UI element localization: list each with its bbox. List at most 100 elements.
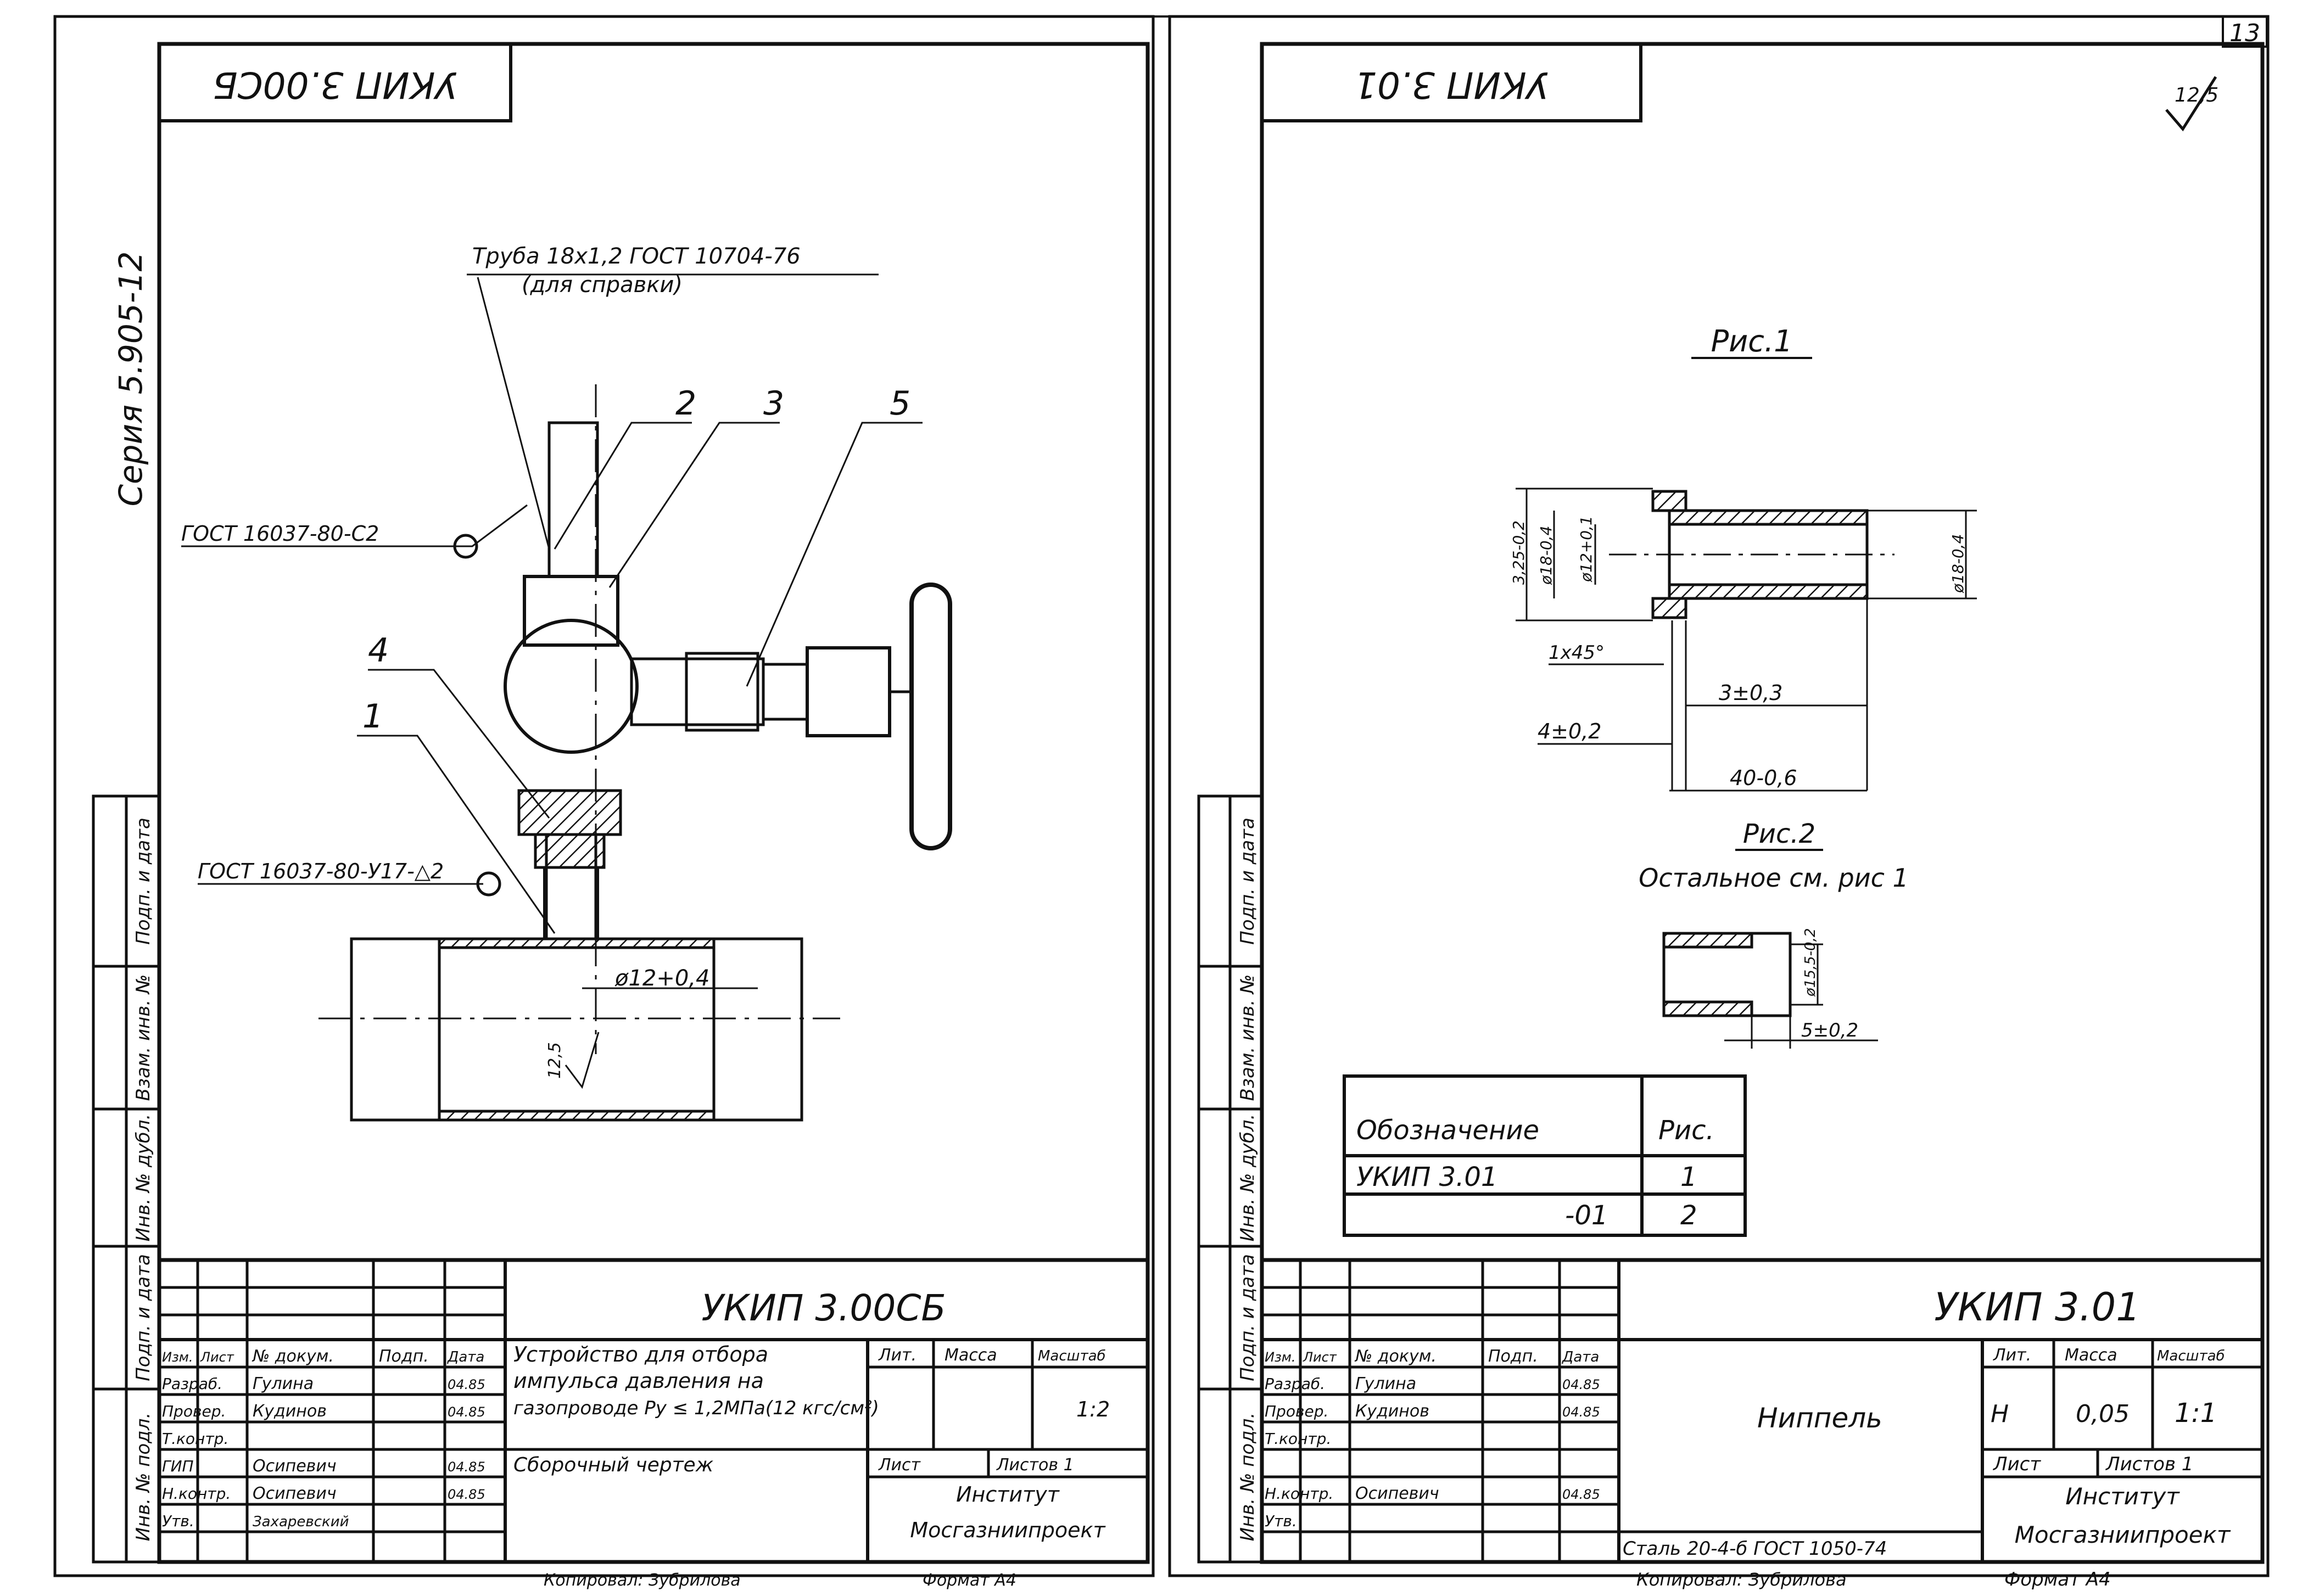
table-row1-fig: 1 xyxy=(1680,1162,1697,1192)
left-sheet-label: Лист xyxy=(878,1455,921,1475)
table-header-designation: Обозначение xyxy=(1356,1115,1539,1146)
right-lit-label: Лит. xyxy=(1993,1346,2031,1365)
right-name-4: Осипевич xyxy=(1355,1484,1439,1503)
left-title-block xyxy=(157,1258,1150,1564)
dim-chamfer: 1х45° xyxy=(1549,642,1605,664)
left-name-1: Гулина xyxy=(253,1374,314,1393)
right-date-1: 04.85 xyxy=(1562,1377,1600,1392)
weld-note-bottom: ГОСТ 16037-80-У17-△2 xyxy=(198,859,444,883)
fig1-nipple xyxy=(1516,488,1977,792)
left-scale-label: Масштаб xyxy=(1038,1348,1106,1364)
left-role-6: Утв. xyxy=(162,1512,194,1530)
right-role-5: Утв. xyxy=(1265,1512,1297,1530)
left-side-label-1: Подп. и дата xyxy=(132,817,154,945)
dim-40: 40-0,6 xyxy=(1730,766,1797,790)
right-material: Сталь 20-4-б ГОСТ 1050-74 xyxy=(1623,1538,1887,1560)
left-side-label-3: Инв. № дубл. xyxy=(132,1114,154,1242)
left-name-line3: газопроводе Ру ≤ 1,2МПа(12 кгс/см²) xyxy=(513,1397,879,1419)
table-header-fig: Рис. xyxy=(1658,1115,1714,1146)
table-row2-fig: 2 xyxy=(1680,1200,1697,1231)
fig2-note: Остальное см. рис 1 xyxy=(1639,863,1909,893)
right-lit-value: Н xyxy=(1991,1400,2009,1428)
right-sheets-label: Листов 1 xyxy=(2105,1453,2193,1475)
fig1-label: Рис.1 xyxy=(1711,324,1793,359)
assembly-drawing xyxy=(181,273,952,1122)
pipe-note-line2: (для справки) xyxy=(522,272,683,298)
pipe-note-line1: Труба 18х1,2 ГОСТ 10704-76 xyxy=(472,244,801,269)
right-format: Формат А4 xyxy=(2004,1569,2111,1591)
right-sheet-label: Лист xyxy=(1992,1453,2041,1475)
right-scale-label: Масштаб xyxy=(2157,1348,2225,1364)
left-side-label-2: Взам. инв. № xyxy=(132,975,154,1101)
left-side-label-4: Подп. и дата xyxy=(132,1254,154,1381)
left-role-3: Т.контр. xyxy=(162,1430,228,1448)
right-scale-value: 1:1 xyxy=(2175,1398,2217,1429)
callout-2: 2 xyxy=(675,384,696,423)
left-sheet: УКИП 3.00СБ Серия 5.905-12 Подп. и дата … xyxy=(92,42,1150,1590)
roughness-corner: 12,5 xyxy=(2175,84,2218,107)
dim-5: 5±0,2 xyxy=(1801,1020,1858,1041)
dim-d15-5: ø15,5-0,2 xyxy=(1802,928,1819,997)
right-col-izm: Изм. xyxy=(1265,1349,1295,1365)
right-col-sign: Подп. xyxy=(1488,1347,1538,1366)
left-sheets-label: Листов 1 xyxy=(996,1455,1074,1475)
right-name-1: Гулина xyxy=(1355,1374,1416,1393)
right-title-block xyxy=(1260,1258,2265,1564)
left-name-4: Осипевич xyxy=(253,1457,337,1476)
right-role-1: Разраб. xyxy=(1265,1375,1325,1393)
left-scale-value: 1:2 xyxy=(1076,1397,1110,1421)
right-date-4: 04.85 xyxy=(1562,1487,1600,1502)
left-date-4: 04.85 xyxy=(448,1459,485,1475)
left-stamp-box xyxy=(158,42,512,122)
right-name-2: Кудинов xyxy=(1355,1402,1429,1421)
left-col-sign: Подп. xyxy=(379,1347,429,1366)
right-date-2: 04.85 xyxy=(1562,1404,1600,1420)
left-name-2: Кудинов xyxy=(253,1402,327,1421)
left-date-2: 04.85 xyxy=(448,1404,485,1420)
left-lit-label: Лит. xyxy=(878,1346,917,1365)
dim-d18-right: ø18-0,4 xyxy=(1949,534,1967,593)
right-col-list: Лист xyxy=(1303,1349,1337,1365)
fig2-nipple xyxy=(1662,932,1878,1049)
right-side-label-5: Инв. № подл. xyxy=(1237,1413,1259,1542)
left-col-doc: № докум. xyxy=(252,1347,334,1366)
left-role-5: Н.контр. xyxy=(162,1485,231,1503)
right-side-strip xyxy=(1197,794,1264,1564)
right-side-label-1: Подп. и дата xyxy=(1237,817,1259,945)
left-date-5: 04.85 xyxy=(448,1487,485,1502)
left-role-2: Провер. xyxy=(162,1402,226,1420)
left-name-5: Осипевич xyxy=(253,1484,337,1503)
right-col-doc: № докум. xyxy=(1354,1347,1437,1366)
left-stamp-text: УКИП 3.00СБ xyxy=(213,64,457,106)
right-name: Ниппель xyxy=(1757,1402,1882,1434)
dim-4: 4±0,2 xyxy=(1538,719,1601,743)
right-org-line2: Мосгазниипроект xyxy=(2015,1521,2231,1548)
table-row1-designation: УКИП 3.01 xyxy=(1356,1162,1497,1192)
left-role-1: Разраб. xyxy=(162,1375,222,1393)
weld-note-top: ГОСТ 16037-80-С2 xyxy=(181,522,379,546)
dim-d12: ø12+0,1 xyxy=(1577,516,1595,583)
left-doc-type: Сборочный чертеж xyxy=(513,1454,714,1476)
right-org-line1: Институт xyxy=(2065,1483,2180,1510)
dim-3: 3±0,3 xyxy=(1719,681,1782,705)
left-org-line2: Мосгазниипроект xyxy=(910,1518,1106,1542)
variant-table xyxy=(1343,1074,1747,1237)
left-col-date: Дата xyxy=(447,1349,484,1365)
callout-3: 3 xyxy=(763,384,784,423)
left-inner-frame xyxy=(157,42,1150,1564)
right-stamp-box xyxy=(1260,42,1642,122)
right-mass-value: 0,05 xyxy=(2076,1400,2130,1428)
left-role-4: ГИП xyxy=(162,1457,194,1475)
left-designation: УКИП 3.00СБ xyxy=(701,1287,946,1329)
left-org-line1: Институт xyxy=(956,1482,1060,1507)
right-side-label-4: Подп. и дата xyxy=(1237,1254,1259,1381)
callout-5: 5 xyxy=(890,384,910,423)
roughness-label-left: 12,5 xyxy=(545,1042,565,1079)
right-side-label-2: Взам. инв. № xyxy=(1237,975,1259,1101)
right-stamp-text: УКИП 3.01 xyxy=(1354,64,1549,106)
left-name-6: Захаревский xyxy=(253,1514,349,1530)
fig2-label: Рис.2 xyxy=(1743,819,1815,849)
right-role-3: Т.контр. xyxy=(1265,1430,1331,1448)
left-name-line2: импульса давления на xyxy=(513,1369,764,1393)
